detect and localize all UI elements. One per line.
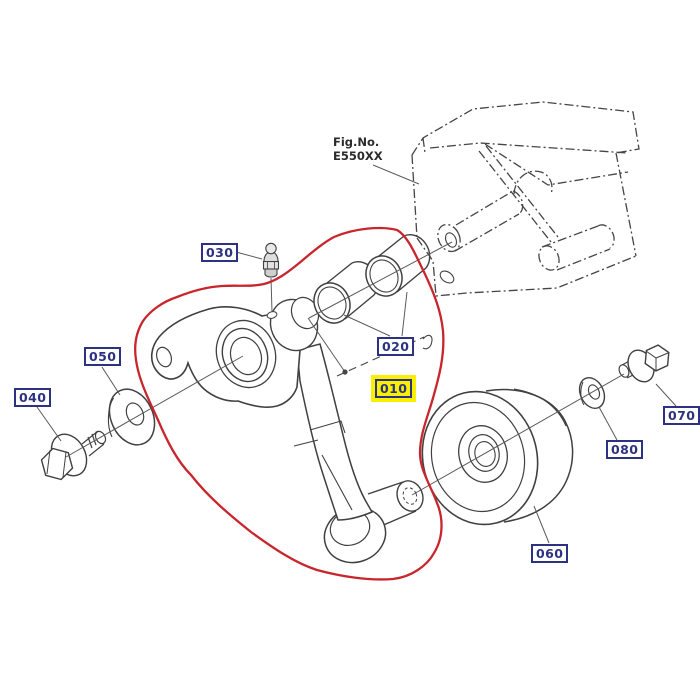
callout-030[interactable]: 030 [201, 243, 239, 262]
part-pulley [421, 388, 574, 526]
reference-bracket [411, 101, 640, 297]
axis-line-bushings [308, 241, 453, 319]
figure-number-prefix: Fig.No. [333, 135, 380, 149]
callout-leader-lines [36, 251, 677, 544]
part-grease-fitting [262, 242, 280, 313]
leader-080 [598, 406, 618, 441]
part-flange-bolt [40, 430, 107, 481]
axis-line-pulley [411, 373, 625, 496]
leader-070 [655, 383, 677, 407]
axis-line-bolt-040 [65, 355, 244, 458]
callout-010[interactable]: 010 [370, 375, 417, 402]
figure-number-code: E550XX [333, 148, 383, 163]
part-bolt-with-washer [618, 344, 670, 383]
leader-020-right [401, 291, 408, 337]
leader-020-left [343, 314, 391, 337]
selection-outline [133, 226, 445, 581]
callout-050[interactable]: 050 [84, 347, 122, 366]
leader-030 [235, 251, 263, 260]
leader-060 [533, 505, 550, 544]
figure-number: Fig.No. E550XX [333, 135, 383, 163]
callout-040[interactable]: 040 [14, 388, 52, 407]
leader-050 [101, 366, 121, 396]
callout-080[interactable]: 080 [606, 440, 644, 459]
leader-010-solid [307, 317, 346, 373]
leader-040 [36, 406, 62, 442]
callout-070[interactable]: 070 [663, 406, 700, 425]
reference-bracket-holes [439, 232, 458, 284]
part-washer-small [578, 377, 606, 409]
part-tensioner-arm [150, 296, 424, 564]
assembly-axis-lines [65, 241, 625, 496]
part-washer-large [107, 388, 156, 446]
callout-020[interactable]: 020 [377, 337, 415, 356]
callout-060[interactable]: 060 [531, 544, 569, 563]
figno-leader-line [372, 164, 420, 185]
